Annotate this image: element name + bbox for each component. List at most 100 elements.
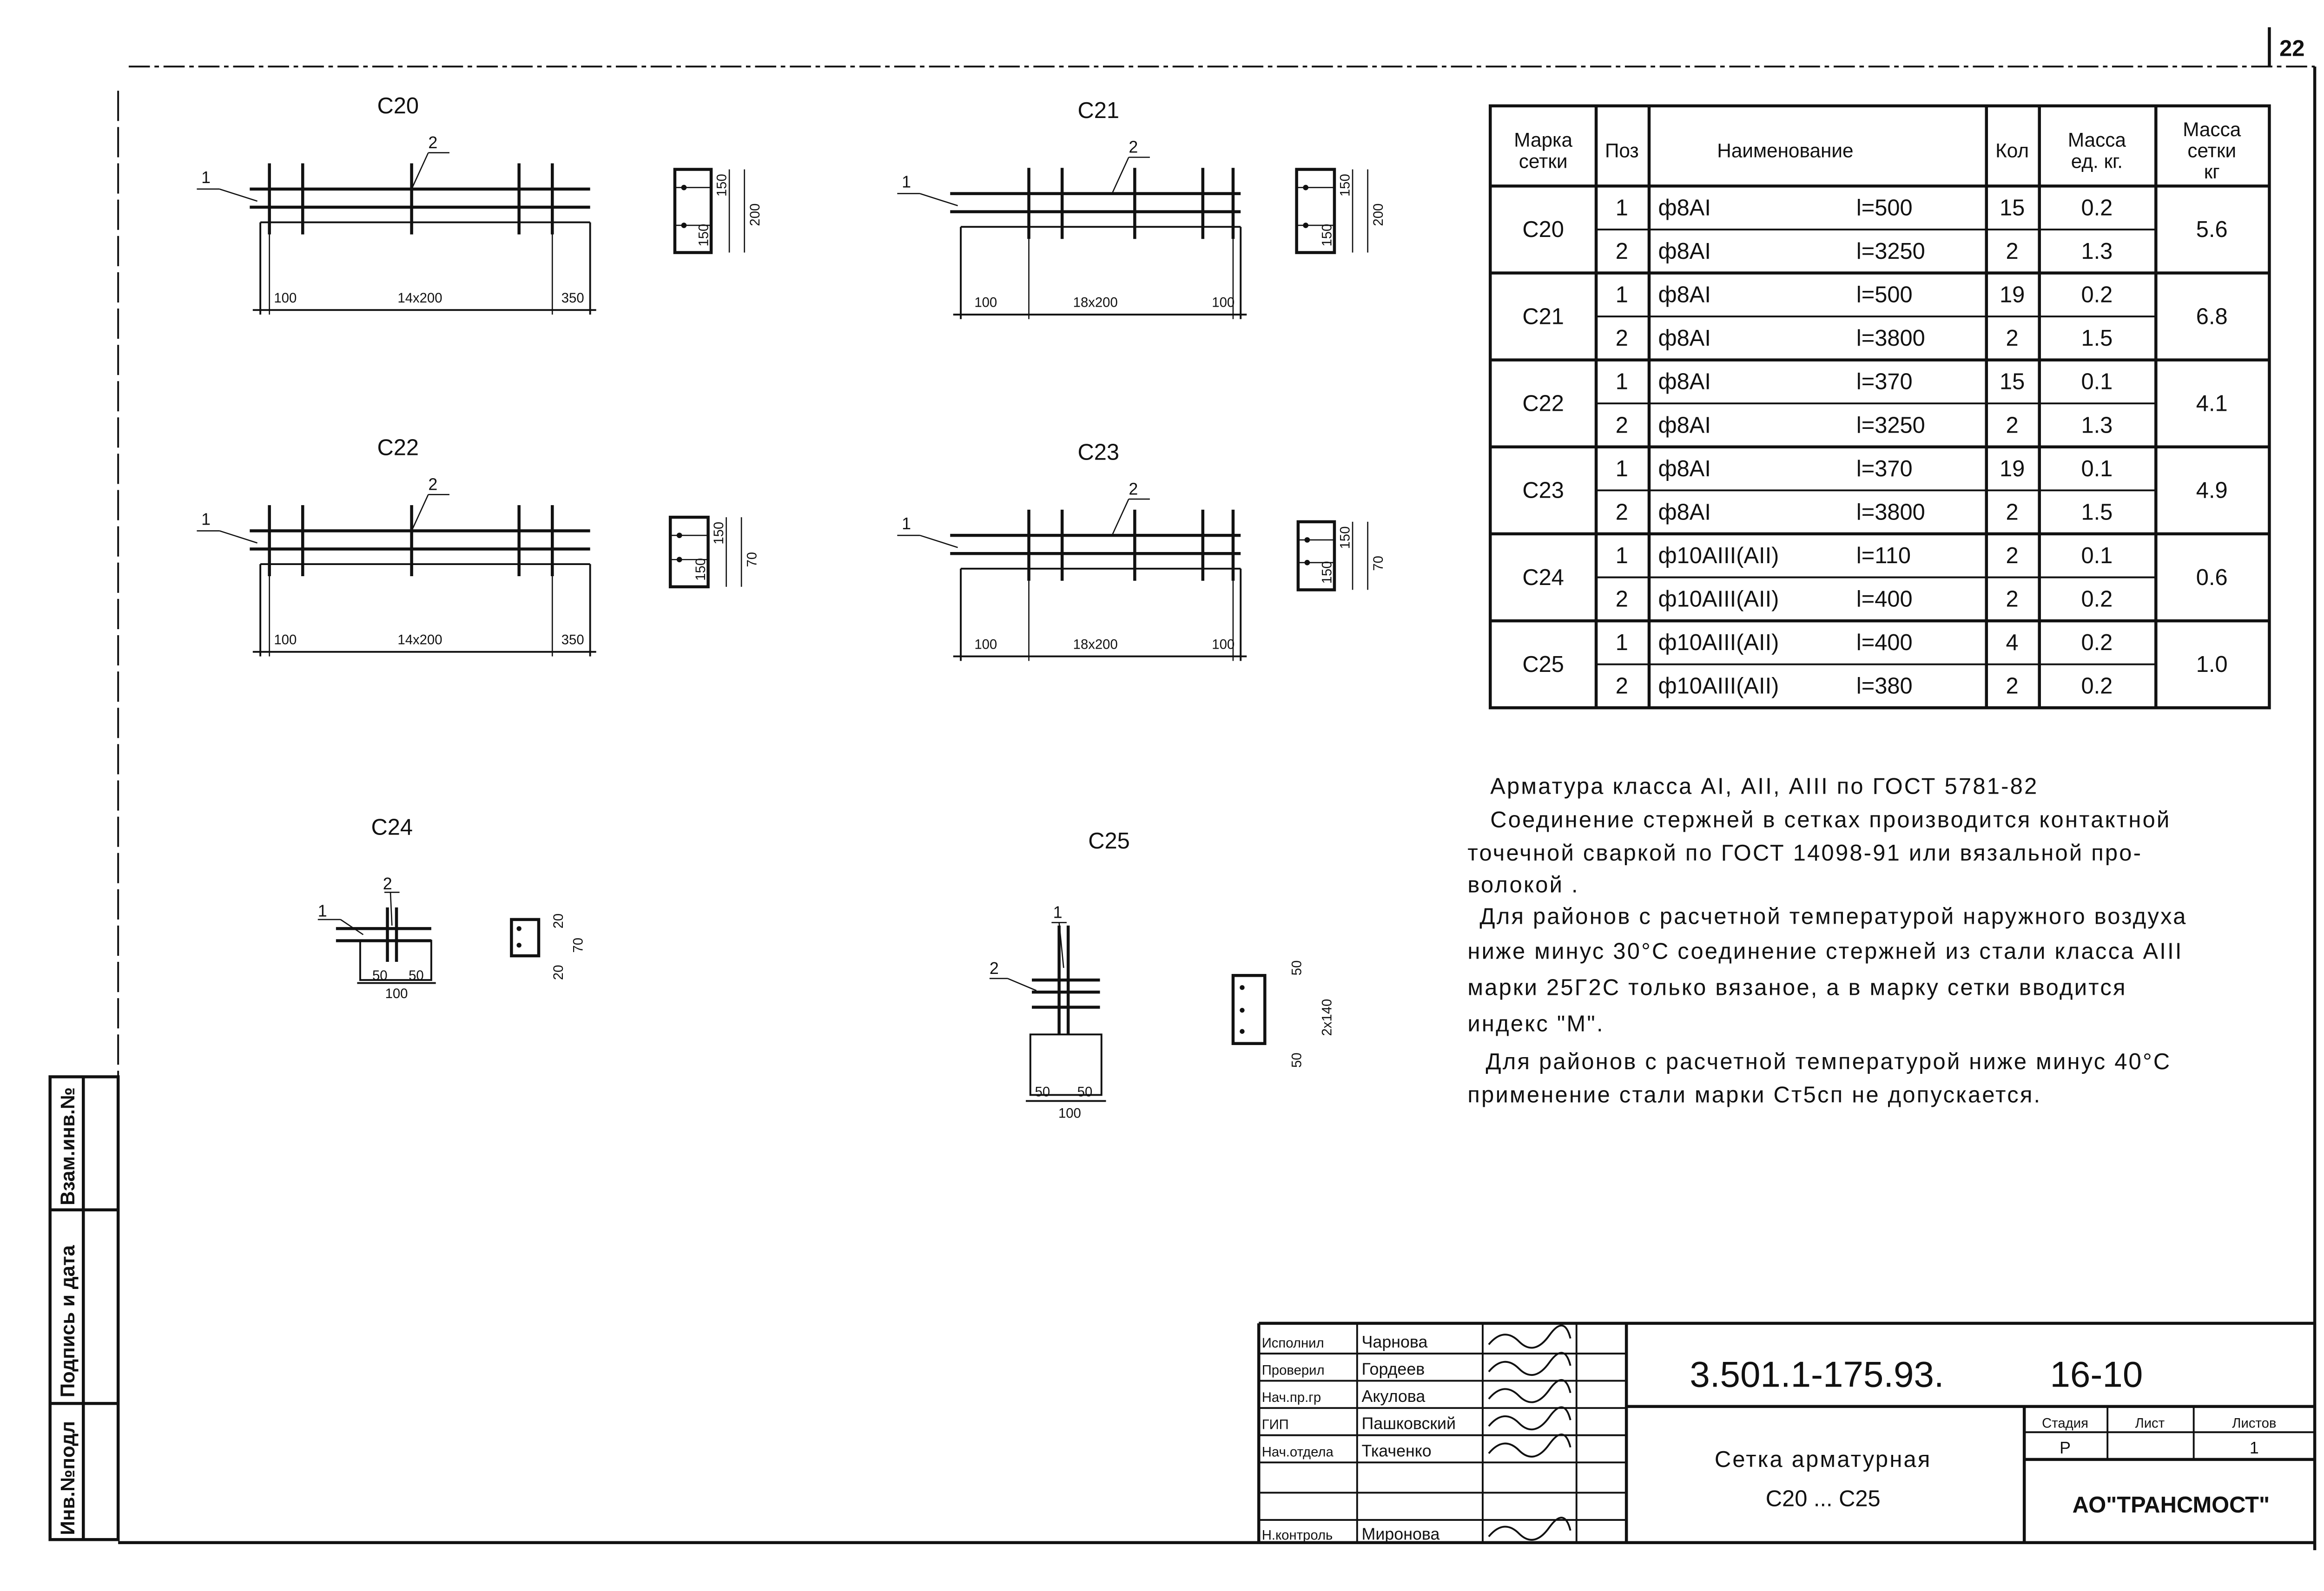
mesh-title: С20	[377, 93, 419, 118]
role-label: Нач.отдела	[1262, 1444, 1334, 1460]
table-cell-name: ф8АI	[1658, 326, 1711, 351]
table-cell-name: ф8АI	[1658, 283, 1711, 308]
table-row: 1 ф10АIII(АII) l=400 4 0.2	[1616, 630, 2113, 655]
leader-line	[919, 534, 958, 548]
mesh-title: С23	[1077, 440, 1119, 465]
dimension-label: 50	[372, 968, 388, 983]
table-cell-total-mass: 4.1	[2196, 391, 2228, 416]
dimension-label: 50	[1035, 1085, 1050, 1100]
table-cell-length: l=500	[1856, 283, 1913, 308]
table-cell-position: 1	[1616, 630, 1628, 655]
bar-dot	[1304, 559, 1310, 565]
section-outline	[1231, 974, 1267, 1045]
table-cell-length: l=400	[1856, 630, 1913, 655]
bar-dot	[676, 533, 682, 539]
dimension-label: 100	[1058, 1105, 1081, 1121]
table-border	[1488, 104, 2271, 710]
table-cell-quantity: 2	[2006, 500, 2019, 525]
note-line: марки 25Г2С только вязаное, а в марку се…	[1467, 975, 2126, 1000]
dimension-label: 2x140	[1319, 999, 1334, 1036]
dimension-label: 150	[1319, 561, 1334, 584]
table-cell-unit-mass: 1.5	[2081, 326, 2113, 351]
table-cell-quantity: 15	[2000, 369, 2025, 394]
position-label: 1	[318, 901, 327, 920]
person-name: Ткаченко	[1362, 1441, 1432, 1460]
table-cell-position: 1	[1616, 283, 1628, 308]
table-cell-position: 1	[1616, 195, 1628, 220]
table-cell-quantity: 15	[2000, 195, 2025, 220]
table-header-3: Кол	[1995, 139, 2029, 161]
mesh-title: С21	[1077, 98, 1119, 123]
dimension-label: 70	[745, 552, 760, 567]
table-cell-quantity: 4	[2006, 630, 2019, 655]
person-name: Пашковский	[1362, 1414, 1456, 1433]
table-cell-length: l=3800	[1856, 326, 1925, 351]
position-label: 1	[201, 510, 211, 528]
position-label: 2	[428, 475, 437, 494]
dimension-label: 50	[1289, 1052, 1304, 1068]
person-name: Чарнова	[1362, 1333, 1428, 1351]
person-name: Гордеев	[1362, 1360, 1425, 1379]
note-line: Для районов с расчетной температурой нар…	[1479, 904, 2187, 929]
dimension-label: 100	[274, 632, 297, 648]
table-cell-unit-mass: 1.3	[2081, 413, 2113, 438]
bar-dot	[1240, 1029, 1245, 1034]
table-cell-total-mass: 0.6	[2196, 565, 2228, 590]
leader-line	[340, 919, 364, 935]
dimension-label: 50	[409, 968, 424, 983]
dimension-label: 14x200	[397, 290, 442, 306]
table-cell-position: 2	[1616, 239, 1628, 264]
side-stamp-signature: Подпись и дата	[57, 1245, 79, 1397]
table-cell-quantity: 2	[2006, 543, 2019, 568]
signature	[1488, 1324, 1571, 1349]
table-cell-name: ф8АI	[1658, 413, 1711, 438]
table-cell-total-mass: 6.8	[2196, 304, 2228, 329]
person-name: Акулова	[1362, 1387, 1426, 1406]
bar-dot	[516, 926, 522, 931]
table-cell-quantity: 19	[2000, 456, 2025, 481]
position-label: 1	[902, 514, 911, 533]
position-label: 1	[902, 173, 911, 191]
position-label: 2	[990, 959, 999, 978]
table-header-1: Поз	[1605, 139, 1639, 161]
dimension-label: 100	[974, 637, 997, 652]
leader-line	[1058, 922, 1064, 968]
table-cell-quantity: 2	[2006, 413, 2019, 438]
dimension-label: 150	[711, 522, 726, 545]
dimension-label: 100	[1212, 295, 1235, 310]
dimension-label: 150	[1338, 526, 1353, 549]
bar-dot	[681, 184, 687, 191]
outline	[359, 940, 432, 981]
leader-line	[411, 494, 429, 531]
table-cell-name: ф10АIII(АII)	[1658, 630, 1779, 655]
table-cell-length: l=110	[1856, 543, 1911, 568]
table-cell-length: l=3250	[1856, 239, 1925, 264]
table-cell-unit-mass: 0.2	[2081, 630, 2113, 655]
dimension-label: 14x200	[397, 632, 442, 648]
dimension-label: 18x200	[1073, 637, 1118, 652]
dimension-label: 150	[693, 558, 708, 581]
sheets-header: Листов	[2232, 1415, 2276, 1431]
table-cell-mark: С21	[1522, 304, 1564, 329]
stage-value: Р	[2060, 1439, 2071, 1457]
dimension-label: 350	[561, 290, 584, 306]
notes: Арматура класса АI, АII, АIII по ГОСТ 57…	[1467, 774, 2187, 1108]
signature	[1488, 1517, 1571, 1541]
table-cell-quantity: 2	[2006, 239, 2019, 264]
bar-dot	[1303, 184, 1309, 191]
signature	[1488, 1406, 1571, 1431]
table-cell-quantity: 2	[2006, 326, 2019, 351]
bar-dot	[1240, 1007, 1245, 1013]
role-label: Исполнил	[1262, 1335, 1324, 1351]
person-name: Миронова	[1362, 1525, 1440, 1543]
table-cell-length: l=370	[1856, 369, 1913, 394]
role-label: Нач.пр.гр	[1262, 1390, 1321, 1405]
stage-header: Стадия	[2042, 1415, 2088, 1431]
